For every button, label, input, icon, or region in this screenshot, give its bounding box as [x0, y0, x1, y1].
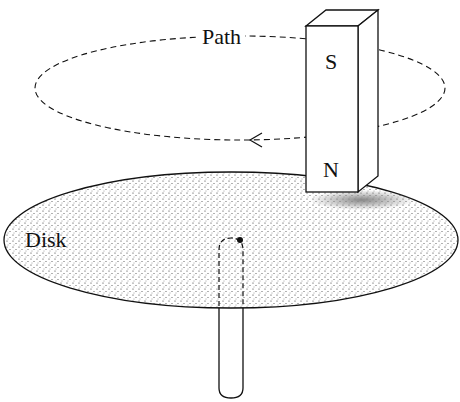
pole-label: S [325, 51, 337, 73]
magnet-side [358, 10, 378, 192]
pole-label: N [323, 159, 339, 181]
path-label: Path [198, 26, 245, 48]
hidden-shaft [219, 238, 243, 306]
disk-center [237, 237, 243, 243]
disk-label: Disk [25, 229, 67, 251]
bar-magnet [306, 26, 358, 192]
path-arrow [250, 133, 262, 147]
magnet-shadow [310, 190, 414, 210]
disk [4, 172, 458, 308]
magnet-path [35, 36, 445, 140]
